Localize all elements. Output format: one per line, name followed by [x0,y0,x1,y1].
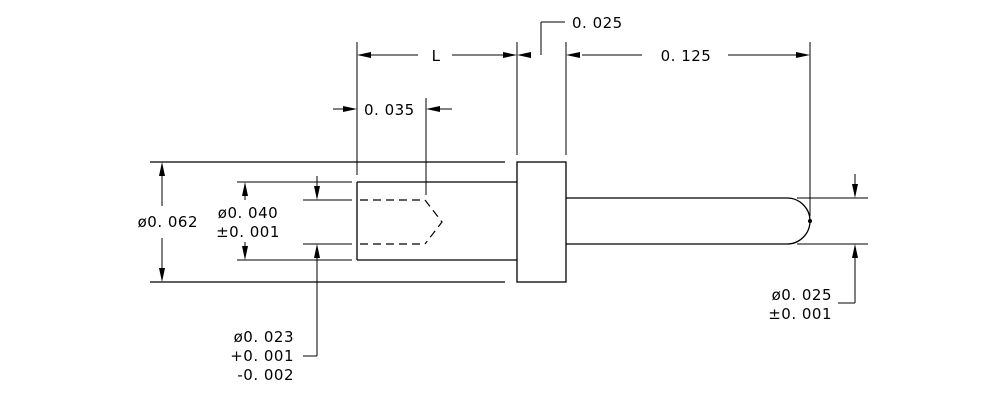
dim-length-L: L [356,42,518,175]
dim-socket-depth: 0. 035 [333,98,452,195]
socket-diameter-tolerance: ±0. 001 [216,223,280,241]
dim-bore-diameter: ø0. 023 +0. 001 -0. 002 [230,176,352,384]
body-diameter-label: ø0. 062 [138,213,198,231]
length-label: L [432,47,441,65]
bore-diameter-tol-minus: -0. 002 [237,366,294,384]
hidden-drill-hole [360,199,443,245]
collar-width-label: 0. 025 [572,14,623,32]
tail-diameter-nominal: ø0. 025 [772,286,832,304]
dim-body-diameter: ø0. 062 [138,162,198,282]
collar [516,161,567,283]
tail-length-label: 0. 125 [661,47,712,65]
socket-depth-label: 0. 035 [364,101,415,119]
tail-diameter-tolerance: ±0. 001 [768,305,832,323]
bore-diameter-tol-plus: +0. 001 [230,347,294,365]
dim-socket-diameter: ø0. 040 ±0. 001 [216,181,352,261]
bore-diameter-nominal: ø0. 023 [234,328,294,346]
dim-tail-length: 0. 125 [582,42,811,216]
drill-point [424,199,443,245]
dim-tail-diameter: ø0. 025 ±0. 001 [768,174,868,323]
pin-outline [150,161,812,283]
dim-collar-width: 0. 025 [517,14,623,155]
tail-tip-point [808,219,812,223]
socket-diameter-nominal: ø0. 040 [218,204,278,222]
tail-pin [566,197,811,245]
